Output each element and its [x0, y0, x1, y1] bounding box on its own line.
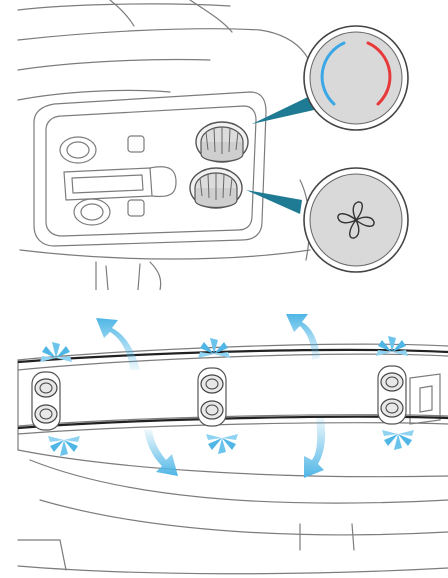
fan-speed-knob[interactable] — [190, 168, 242, 208]
temperature-dial — [304, 26, 408, 130]
dashboard-outline — [18, 59, 210, 70]
vent-unit[interactable] — [378, 366, 406, 424]
dashboard-controls-panel — [0, 0, 448, 290]
callout-pointer — [252, 96, 314, 124]
vent-unit[interactable] — [198, 368, 226, 426]
vent-unit[interactable] — [32, 372, 60, 430]
dashboard-outline — [18, 29, 318, 110]
callout-pointer — [246, 190, 302, 214]
air-vents-panel — [0, 300, 448, 578]
fan-dial — [304, 168, 408, 272]
temperature-knob[interactable] — [196, 122, 248, 162]
